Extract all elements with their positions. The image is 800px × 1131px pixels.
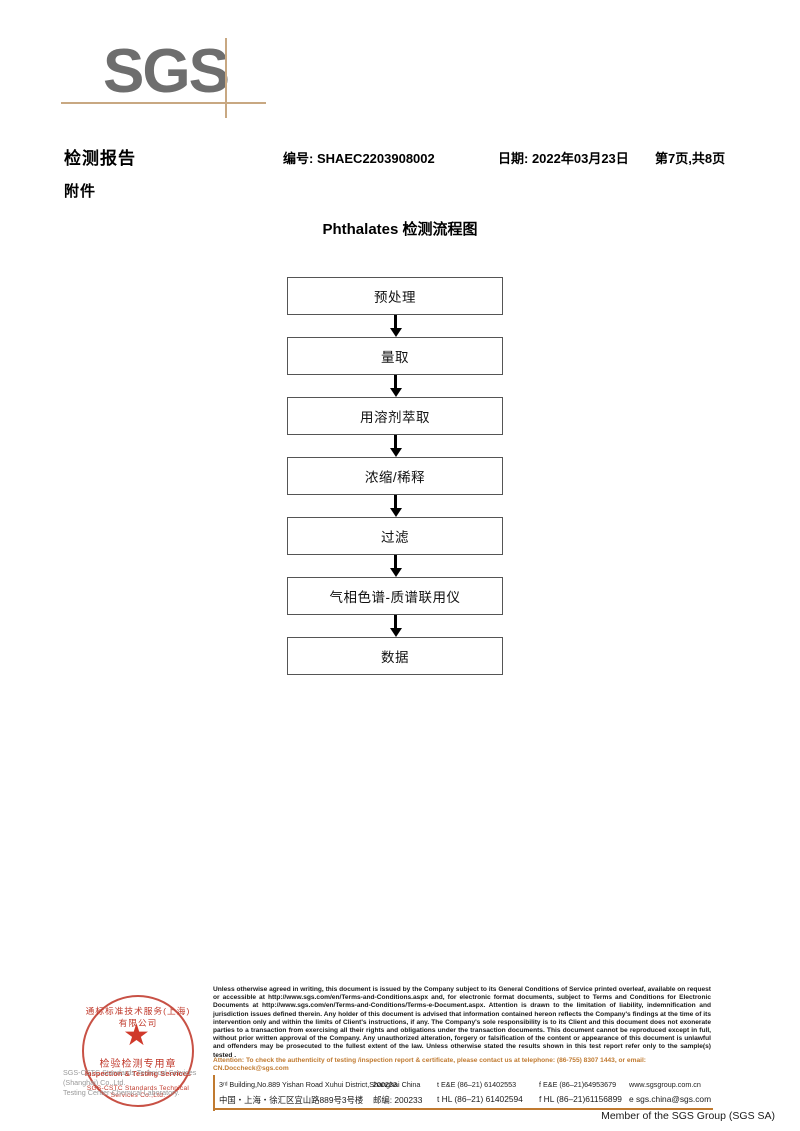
flow-node-label: 预处理 <box>374 290 416 305</box>
seal-arc-top-text: 通标标准技术服务(上海)有限公司 <box>85 1006 191 1028</box>
telephone-ee: t E&E (86–21) 61402553 <box>437 1080 517 1089</box>
flowchart: 预处理 量取 用溶剂萃取 浓缩/稀释 过滤 <box>287 277 503 675</box>
seal-english-text: Inspection & Testing Services <box>84 1069 192 1078</box>
legal-disclaimer: Unless otherwise agreed in writing, this… <box>213 986 711 1059</box>
attention-notice: Attention: To check the authenticity of … <box>213 1057 646 1073</box>
seal-ring-icon <box>82 995 194 1107</box>
watermark-line-1: SGS-CSTC Standards Technical Services (S… <box>63 1068 197 1087</box>
seal-arc-bottom-text: SGS-CSTC Standards Technical Services Co… <box>86 1085 190 1099</box>
arrow-shaft-icon <box>394 435 397 450</box>
address-vertical-rule <box>213 1075 215 1111</box>
flow-arrow-3 <box>287 435 503 457</box>
address-block: 3ʳᵈ Building,No.889 Yishan Road Xuhui Di… <box>213 1075 713 1111</box>
arrow-head-icon <box>389 508 402 517</box>
sgs-logo-text: SGS <box>103 37 230 106</box>
email-link[interactable]: e sgs.china@sgs.com <box>629 1094 712 1104</box>
attachment-label: 附件 <box>64 183 97 200</box>
flow-node-concentrate-dilute: 浓缩/稀释 <box>287 457 503 495</box>
flow-node-pretreatment: 预处理 <box>287 277 503 315</box>
address-english: 3ʳᵈ Building,No.889 Yishan Road Xuhui Di… <box>219 1080 421 1089</box>
website-link[interactable]: www.sgsgroup.com.cn <box>629 1080 701 1089</box>
flow-arrow-6 <box>287 615 503 637</box>
flow-node-label: 量取 <box>381 350 409 365</box>
flow-node-label: 过滤 <box>381 530 409 545</box>
star-icon: ★ <box>123 1019 150 1052</box>
address-horizontal-rule <box>213 1108 713 1110</box>
arrow-head-icon <box>389 448 402 457</box>
logo-horizontal-rule <box>61 102 266 104</box>
zip-english: 200233 <box>373 1080 397 1089</box>
address-chinese: 中国・上海・徐汇区宜山路889号3号楼 <box>219 1095 364 1105</box>
flow-node-label: 用溶剂萃取 <box>360 410 430 425</box>
sgs-logo: SGS <box>61 37 266 118</box>
fax-ee: f E&E (86–21)64953679 <box>539 1080 617 1089</box>
report-number: 编号: SHAEC2203908002 <box>283 151 435 166</box>
flow-node-measure: 量取 <box>287 337 503 375</box>
flow-node-label: 浓缩/稀释 <box>364 470 426 485</box>
report-date: 日期: 2022年03月23日 <box>498 151 629 166</box>
arrow-head-icon <box>389 328 402 337</box>
arrow-shaft-icon <box>394 315 397 330</box>
flow-arrow-1 <box>287 315 503 337</box>
fax-hl: f HL (86–21)61156899 <box>539 1094 622 1104</box>
flow-arrow-5 <box>287 555 503 577</box>
flowchart-title: Phthalates 检测流程图 <box>322 221 478 238</box>
flow-node-label: 数据 <box>381 650 409 665</box>
flow-node-label: 气相色谱-质谱联用仪 <box>329 590 461 605</box>
arrow-head-icon <box>389 628 402 637</box>
arrow-shaft-icon <box>394 375 397 390</box>
flow-arrow-4 <box>287 495 503 517</box>
arrow-shaft-icon <box>394 615 397 630</box>
seal-chinese-text: 检验检测专用章 <box>99 1059 177 1070</box>
logo-vertical-rule <box>225 38 227 118</box>
zip-chinese: 邮编: 200233 <box>373 1095 423 1105</box>
flow-arrow-2 <box>287 375 503 397</box>
lab-watermark: SGS-CSTC Standards Technical Services (S… <box>63 1068 223 1098</box>
arrow-shaft-icon <box>394 495 397 510</box>
flow-node-gcms: 气相色谱-质谱联用仪 <box>287 577 503 615</box>
telephone-hl: t HL (86–21) 61402594 <box>437 1094 523 1104</box>
arrow-head-icon <box>389 568 402 577</box>
member-notice: Member of the SGS Group (SGS SA) <box>601 1110 775 1122</box>
flow-node-filtration: 过滤 <box>287 517 503 555</box>
page-number: 第7页,共8页 <box>655 151 726 166</box>
arrow-head-icon <box>389 388 402 397</box>
flow-node-solvent-extraction: 用溶剂萃取 <box>287 397 503 435</box>
page-title: 检测报告 <box>64 149 136 168</box>
arrow-shaft-icon <box>394 555 397 570</box>
company-seal: 通标标准技术服务(上海)有限公司 ★ 检验检测专用章 Inspection & … <box>82 995 198 1111</box>
flow-node-data: 数据 <box>287 637 503 675</box>
watermark-line-2: Testing Center-Chemical Laboratory. <box>63 1088 180 1097</box>
